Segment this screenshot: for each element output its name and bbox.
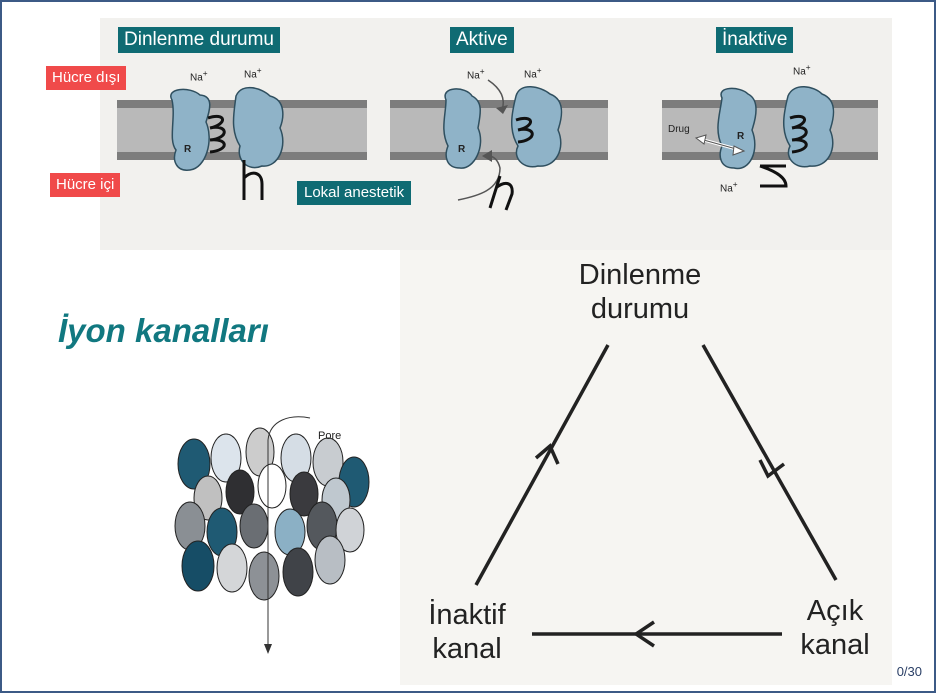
cycle-node-resting: Dinlenme durumu bbox=[578, 259, 702, 325]
receptor-label-resting: R bbox=[184, 144, 192, 155]
cycle-panel bbox=[400, 250, 892, 685]
channel-states-figure bbox=[117, 79, 878, 211]
m-gate-inactive bbox=[789, 114, 808, 154]
outside-cell-label: Hücre dışı bbox=[46, 66, 127, 90]
channel-left-subunit-inactive bbox=[717, 87, 757, 170]
drug-label: Drug bbox=[668, 124, 690, 135]
state-label-resting: Dinlenme durumu bbox=[118, 27, 280, 53]
m-gate-resting bbox=[207, 114, 226, 154]
cycle-arrowhead-left-edge bbox=[534, 443, 560, 465]
h-gate-resting bbox=[242, 160, 264, 200]
h-gate-active bbox=[488, 175, 514, 211]
pore-label: Pore bbox=[318, 430, 342, 442]
na-label: Na+ bbox=[190, 68, 208, 84]
anesthetic-entry-arrow bbox=[457, 155, 501, 201]
na-label: Na+ bbox=[467, 66, 485, 82]
na-label: Na+ bbox=[524, 65, 542, 81]
receptor-label-inactive: R bbox=[737, 131, 745, 142]
page-number: 0/30 bbox=[896, 664, 922, 679]
na-label: Na+ bbox=[720, 179, 738, 195]
page-title: İyon kanalları bbox=[58, 312, 269, 349]
cycle-arrowhead-right-edge bbox=[758, 459, 786, 479]
cycle-node-inactive: İnaktif kanal bbox=[428, 599, 506, 665]
pore-subunits bbox=[174, 427, 370, 601]
membrane-inactive bbox=[662, 100, 878, 160]
channel-state-cycle bbox=[474, 344, 838, 648]
receptor-label-active: R bbox=[458, 144, 466, 155]
na-label: Na+ bbox=[244, 65, 262, 81]
state-label-inactive: İnaktive bbox=[716, 27, 794, 53]
h-gate-inactive bbox=[759, 164, 788, 188]
channel-right-subunit-resting bbox=[232, 86, 284, 169]
m-gate-active bbox=[515, 116, 534, 144]
channel-right-subunit-inactive bbox=[783, 86, 835, 168]
channel-right-subunit-active bbox=[511, 86, 563, 168]
state-label-active: Aktive bbox=[450, 27, 514, 53]
channel-left-subunit-active bbox=[443, 88, 482, 169]
local-anesthetic-label: Lokal anestetik bbox=[297, 181, 412, 205]
cycle-node-open: Açık kanal bbox=[800, 595, 870, 661]
pore-arrow bbox=[267, 416, 311, 441]
cycle-arrowhead-bottom-edge bbox=[632, 620, 655, 648]
inside-cell-label: Hücre içi bbox=[50, 173, 121, 197]
na-label: Na+ bbox=[793, 62, 811, 78]
channel-left-subunit-resting bbox=[170, 88, 211, 171]
ion-channel-pore-figure bbox=[174, 416, 370, 654]
